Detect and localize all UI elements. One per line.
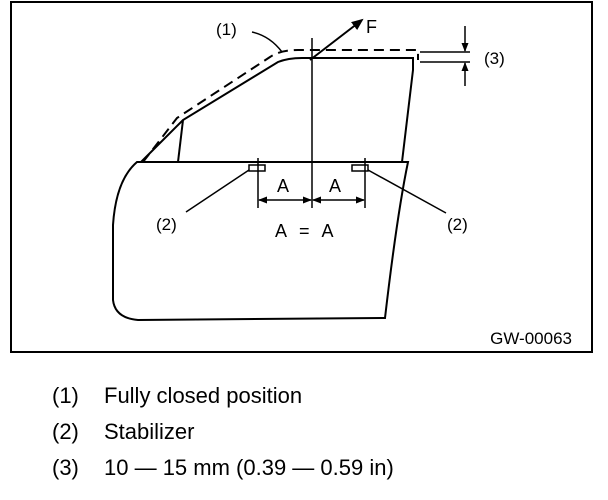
legend-text: 10 — 15 mm (0.39 — 0.59 in) <box>104 455 394 480</box>
legend-list: (1) Fully closed position (2) Stabilizer… <box>52 378 394 486</box>
legend-item-fully-closed: (1) Fully closed position <box>52 378 394 414</box>
dimension-left-label: A <box>277 176 289 196</box>
figure-code: GW-00063 <box>490 329 572 348</box>
legend-number: (2) <box>52 419 79 444</box>
dimension-equation: A = A <box>275 221 334 241</box>
force-label: F <box>366 17 377 37</box>
stabilizer-right <box>351 164 369 172</box>
legend-text: Stabilizer <box>104 419 195 444</box>
legend-item-stabilizer: (2) Stabilizer <box>52 414 394 450</box>
dimension-right-label: A <box>329 176 341 196</box>
legend-text: Fully closed position <box>104 383 303 408</box>
callout-1-label: (1) <box>216 20 237 39</box>
window-frame <box>140 57 414 163</box>
door-panel-outline <box>112 161 410 322</box>
force-arrow <box>309 18 364 61</box>
callout-2-left-label: (2) <box>156 215 177 234</box>
fully-closed-glass-line <box>142 49 419 163</box>
a-pillar-line <box>177 119 184 163</box>
figure-frame <box>10 1 593 353</box>
legend-number: (1) <box>52 383 79 408</box>
callout-2-right-label: (2) <box>447 215 468 234</box>
callout-3-label: (3) <box>484 49 505 68</box>
callout-2-left-leader <box>185 169 250 213</box>
callout-2-right-leader <box>367 169 447 214</box>
callout-1-leader <box>251 31 283 53</box>
stabilizer-left <box>248 164 266 172</box>
legend-item-gap: (3) 10 — 15 mm (0.39 — 0.59 in) <box>52 450 394 486</box>
legend-number: (3) <box>52 455 79 480</box>
